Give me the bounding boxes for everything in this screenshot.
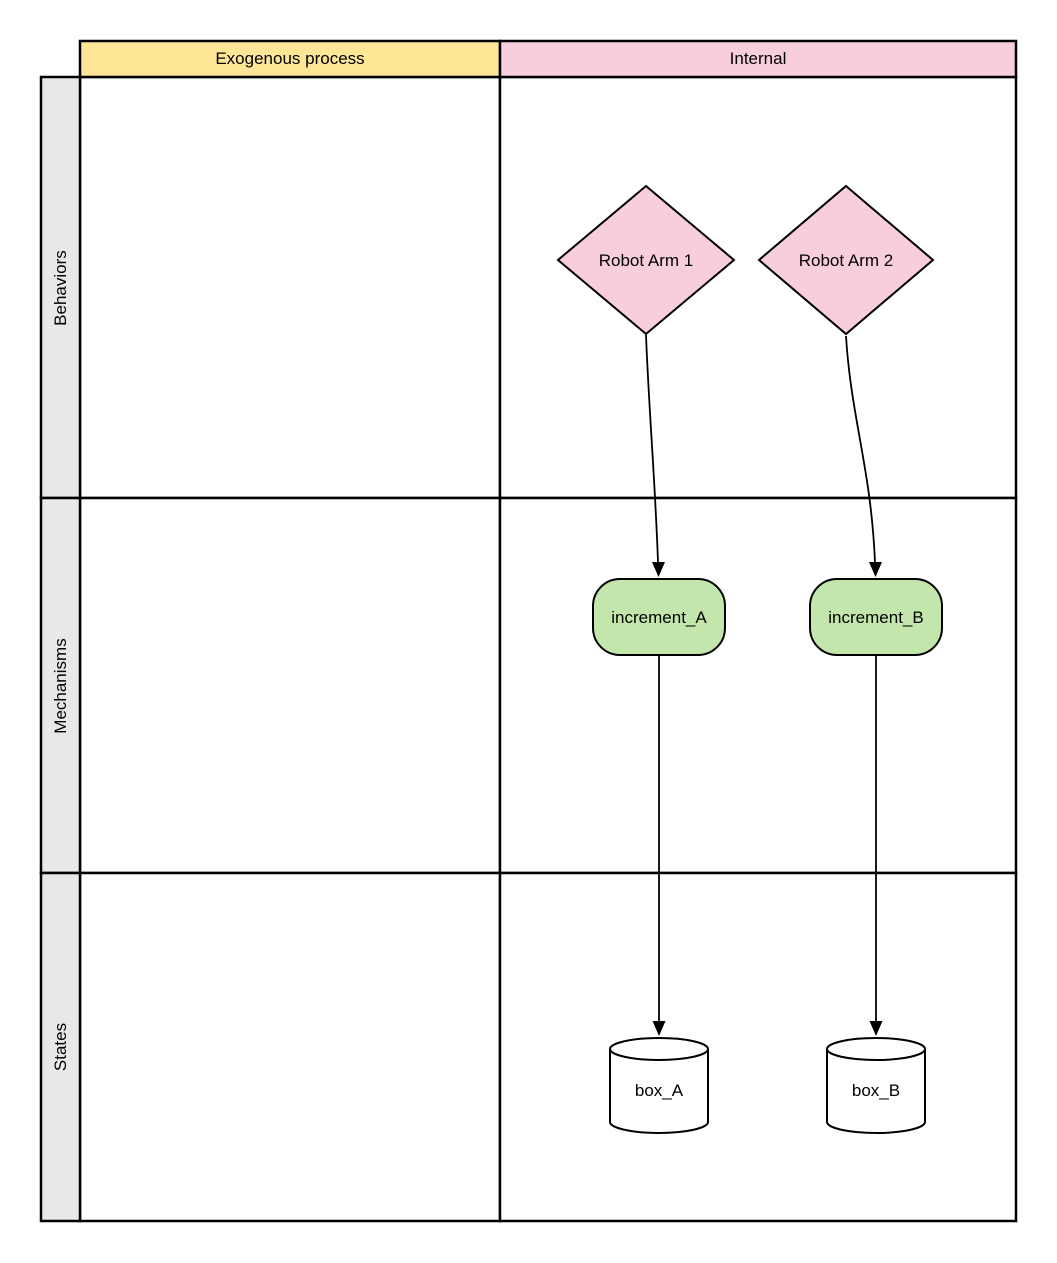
arrowhead-icon (652, 562, 665, 577)
arrowhead-icon (869, 1021, 883, 1036)
node-box-a-label: box_A (635, 1081, 684, 1100)
cell-states-exogenous (78, 871, 502, 1223)
cell-states-internal (498, 871, 1018, 1223)
column-header-exogenous-label: Exogenous process (215, 49, 364, 68)
cylinder-body-shape[interactable] (609, 1049, 709, 1134)
edge-robot-arm-2-to-increment-b[interactable] (845, 335, 882, 577)
edges (645, 334, 883, 1036)
swimlane-grid: Exogenous process Internal Behaviors Mec… (39, 39, 1018, 1223)
rounded-rect-shape[interactable] (592, 578, 726, 656)
column-header-internal[interactable]: Internal (498, 39, 1018, 79)
column-header-exogenous-box[interactable] (78, 39, 502, 79)
column-header-exogenous[interactable]: Exogenous process (78, 39, 502, 79)
edge-robot-arm-1-to-increment-a[interactable] (645, 334, 665, 577)
row-header-mechanisms[interactable]: Mechanisms (39, 496, 82, 875)
node-box-b[interactable]: box_B (826, 1037, 926, 1134)
cell-mechanisms-exogenous (78, 496, 502, 875)
cell-behaviors-exogenous (78, 75, 502, 500)
edge-increment-b-to-box-b[interactable] (869, 656, 883, 1036)
node-increment-b-label: increment_B (828, 608, 923, 627)
node-robot-arm-1[interactable]: Robot Arm 1 (556, 184, 736, 336)
arrowhead-icon (652, 1021, 666, 1036)
node-robot-arm-1-label: Robot Arm 1 (599, 251, 694, 270)
cylinder-body-shape[interactable] (826, 1049, 926, 1134)
node-box-a[interactable]: box_A (609, 1037, 709, 1134)
cylinder-top-shape[interactable] (826, 1037, 926, 1061)
node-increment-a-label: increment_A (611, 608, 707, 627)
row-header-behaviors-box[interactable] (39, 75, 82, 500)
cell-mechanisms-internal (498, 496, 1018, 875)
node-increment-b[interactable]: increment_B (809, 578, 943, 656)
node-increment-a[interactable]: increment_A (592, 578, 726, 656)
rounded-rect-shape[interactable] (809, 578, 943, 656)
row-header-mechanisms-box[interactable] (39, 496, 82, 875)
node-robot-arm-2-label: Robot Arm 2 (799, 251, 894, 270)
edge-line[interactable] (645, 334, 659, 563)
cylinder-top-shape[interactable] (609, 1037, 709, 1061)
row-header-states-label: States (51, 1023, 70, 1071)
node-robot-arm-2[interactable]: Robot Arm 2 (757, 184, 935, 336)
row-header-states[interactable]: States (39, 871, 82, 1223)
row-header-mechanisms-label: Mechanisms (51, 638, 70, 733)
arrowhead-icon (869, 562, 882, 577)
column-header-internal-label: Internal (730, 49, 787, 68)
row-header-behaviors[interactable]: Behaviors (39, 75, 82, 500)
node-box-b-label: box_B (852, 1081, 900, 1100)
row-header-behaviors-label: Behaviors (51, 250, 70, 326)
column-header-internal-box[interactable] (498, 39, 1018, 79)
row-header-states-box[interactable] (39, 871, 82, 1223)
edge-line[interactable] (845, 335, 876, 563)
diamond-shape[interactable] (556, 184, 736, 336)
edge-increment-a-to-box-a[interactable] (652, 656, 666, 1036)
diamond-shape[interactable] (757, 184, 935, 336)
cell-behaviors-internal (498, 75, 1018, 500)
